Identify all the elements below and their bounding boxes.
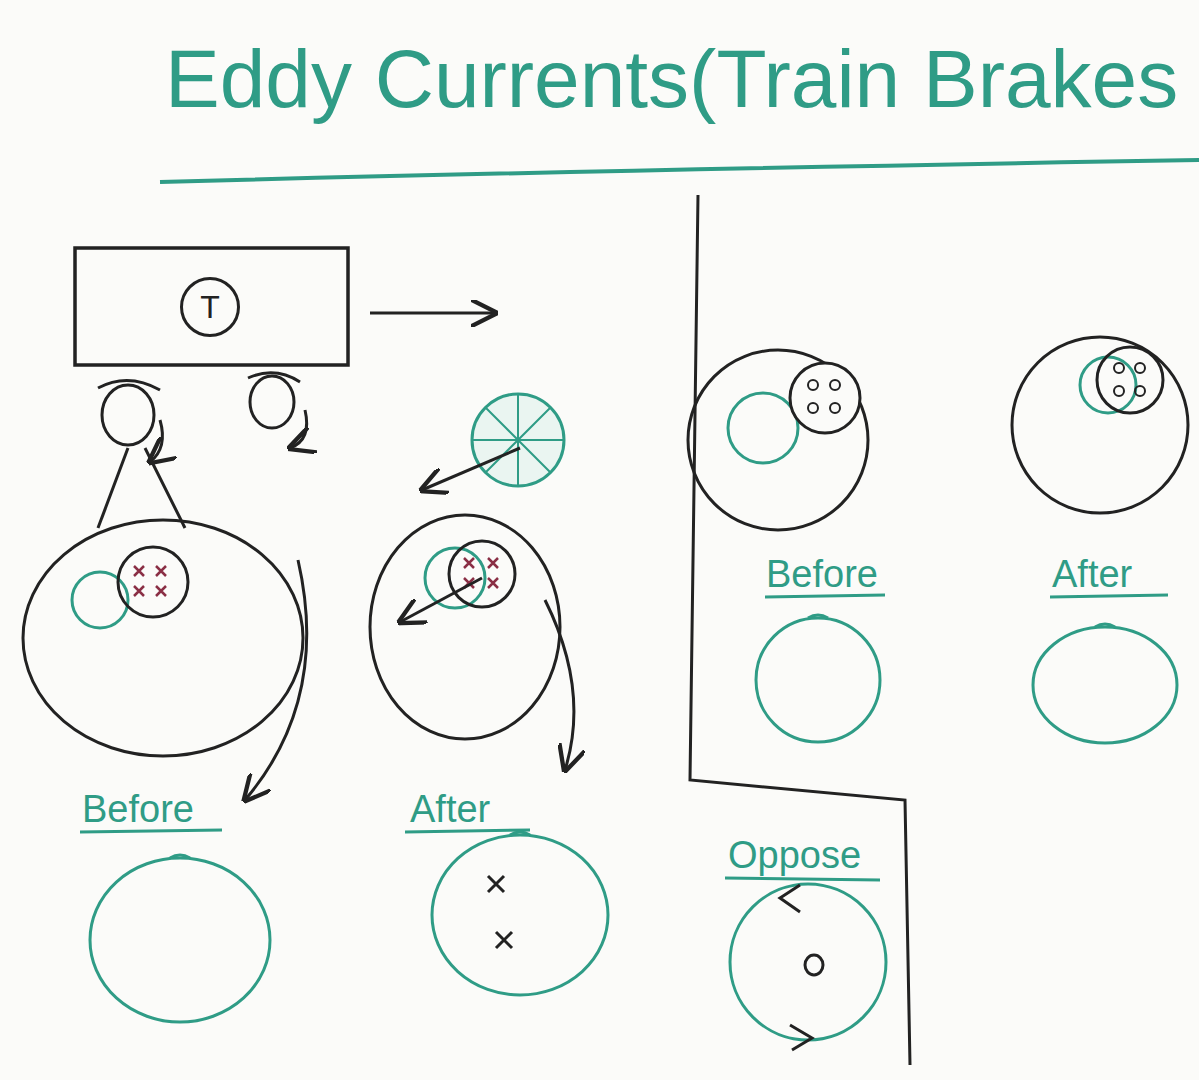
wheel-before-right <box>808 380 818 390</box>
wheel <box>145 448 185 528</box>
state-label: After <box>1052 555 1132 593</box>
label-underline <box>1050 595 1168 597</box>
wheel-before-right <box>808 380 840 413</box>
current-loop <box>90 858 270 1022</box>
wheel-before <box>134 566 166 596</box>
wheel-before-right <box>808 615 828 618</box>
divider-line <box>690 195 910 1065</box>
wheel-after <box>400 578 482 622</box>
train-letter: T <box>200 291 220 323</box>
wheel-after <box>370 515 560 739</box>
wheel-before <box>72 572 128 628</box>
wheel-before <box>118 547 188 617</box>
wheel-after-right <box>1012 337 1188 743</box>
wheel-after-right <box>1135 363 1145 373</box>
wheel <box>150 420 162 462</box>
wheel-after-right <box>1114 363 1124 373</box>
wheel <box>248 373 300 382</box>
state-label: Before <box>82 790 194 828</box>
field-into-page <box>488 876 512 948</box>
current-loop <box>170 855 190 858</box>
magnet-wheel <box>422 448 520 490</box>
current-loop <box>432 835 608 995</box>
divider-line <box>690 195 910 1065</box>
train-label-circle: T <box>180 277 240 337</box>
wheel-after <box>370 515 574 770</box>
magnet-wheel <box>472 394 564 486</box>
label-underline <box>80 830 222 832</box>
wheel-after <box>545 600 574 770</box>
label-underline <box>765 595 885 597</box>
motion-arrow <box>370 313 495 314</box>
magnet-wheel <box>422 394 564 490</box>
wheel-before <box>245 560 307 800</box>
wheel <box>98 380 160 390</box>
wheel-after-right <box>1135 386 1145 396</box>
wheel-before-right <box>688 350 880 742</box>
oppose-loop <box>780 885 800 912</box>
wheel-after-right <box>1012 337 1188 513</box>
title-underline <box>160 160 1199 182</box>
wheel <box>102 385 154 445</box>
wheel-before-right <box>756 618 880 742</box>
wheel-before-right <box>790 363 860 433</box>
field-into-page <box>488 876 512 948</box>
wheel-before <box>23 520 303 756</box>
current-loop <box>90 832 608 1022</box>
wheel <box>98 373 307 528</box>
motion-arrow <box>370 312 495 315</box>
wheel-before-right <box>728 393 798 463</box>
current-loop <box>510 832 530 835</box>
wheel-before <box>23 520 307 800</box>
wheel-after-right <box>1114 386 1124 396</box>
wheel <box>250 376 294 428</box>
state-label: Before <box>766 555 878 593</box>
wheel-after-right <box>1097 347 1163 413</box>
train-body <box>75 248 348 365</box>
wheel-after-right <box>1095 624 1115 627</box>
wheel <box>290 410 307 448</box>
oppose-loop <box>730 884 886 1040</box>
magnet-wheel <box>472 394 564 486</box>
oppose-loop <box>730 884 886 1050</box>
oppose-loop <box>805 955 823 975</box>
wheel-after-right <box>1114 363 1145 396</box>
label-underline <box>80 595 1168 880</box>
state-label: After <box>410 790 490 828</box>
wheel-before-right <box>808 403 818 413</box>
state-label: Oppose <box>728 836 861 874</box>
title-underline <box>160 160 1199 182</box>
wheel-before-right <box>688 350 868 530</box>
wheel <box>98 448 128 528</box>
wheel-before <box>134 566 166 596</box>
label-underline <box>405 830 530 832</box>
wheel-before-right <box>830 403 840 413</box>
wheel-before-right <box>830 380 840 390</box>
train-body <box>75 248 348 365</box>
label-underline <box>725 878 880 880</box>
wheel-after-right <box>1033 627 1177 743</box>
oppose-loop <box>790 1025 812 1050</box>
title: Eddy Currents(Train Brakes <box>165 38 1178 120</box>
wheel-after <box>449 541 515 607</box>
